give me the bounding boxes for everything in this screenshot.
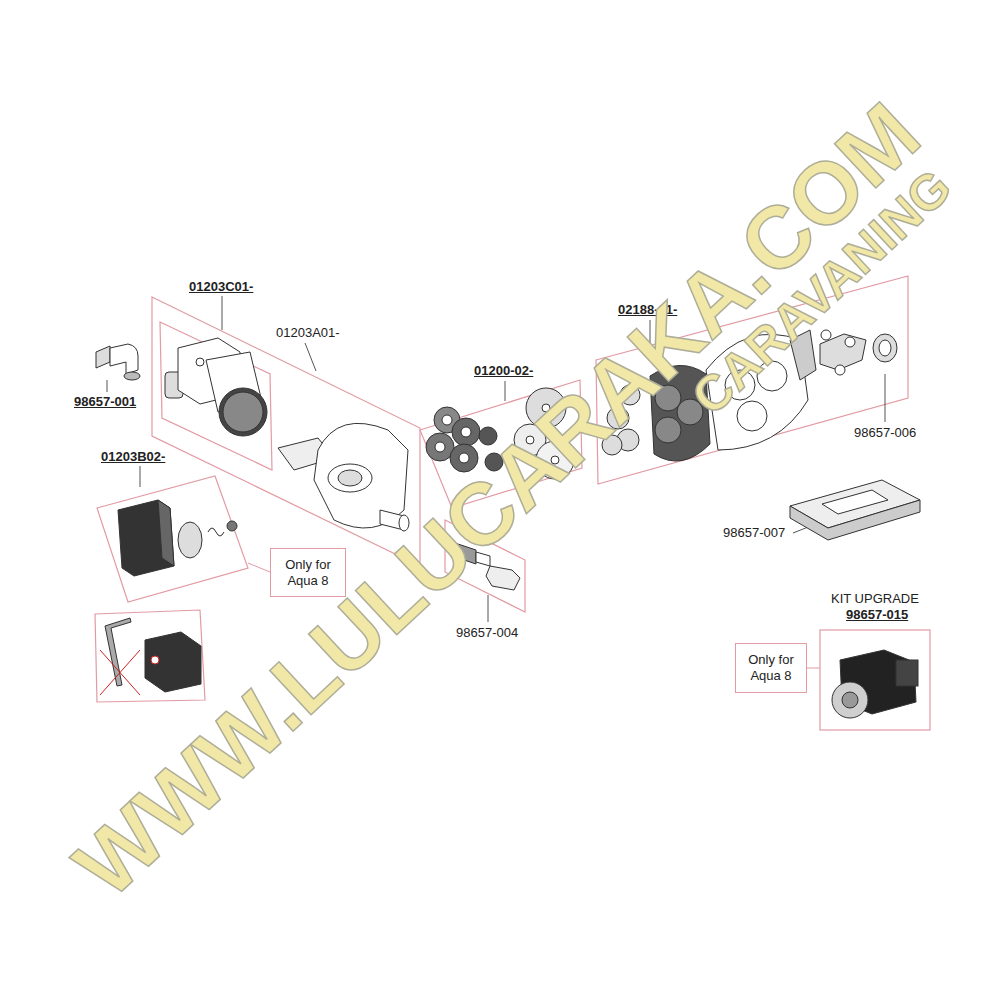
- part-number: 01203C01-: [188, 279, 254, 295]
- part-number: KIT UPGRADE: [830, 591, 920, 607]
- part-number: 01203B02-: [100, 449, 166, 465]
- note-text: Only for Aqua 8: [271, 557, 345, 589]
- part-number: 98657-001: [73, 394, 137, 410]
- part-number: 01203A01-: [275, 325, 341, 341]
- part-number: 98657-007: [722, 525, 786, 541]
- note-text: Only for Aqua 8: [736, 652, 806, 684]
- part-number: 98657-015: [845, 607, 909, 623]
- part-number: 01200-02-: [473, 363, 534, 379]
- note-box: Only for Aqua 8: [270, 548, 346, 597]
- part-number: 98657-006: [853, 425, 917, 441]
- note-box: Only for Aqua 8: [735, 643, 807, 693]
- part-number: 98657-004: [455, 625, 519, 641]
- watermark: WWW.LULUCARAKA.COM: [59, 88, 934, 912]
